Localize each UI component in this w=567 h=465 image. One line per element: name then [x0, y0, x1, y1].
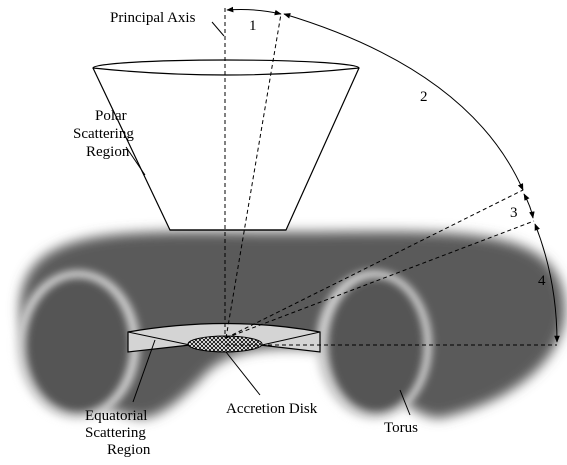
torus-pointer — [399, 389, 411, 416]
polar-label-line2: Scattering — [73, 126, 134, 142]
polar-pointer — [125, 146, 146, 176]
angle-arcs — [226, 6, 560, 343]
torus — [16, 231, 565, 420]
accretion-pointer — [225, 351, 261, 396]
angle-label-4: 4 — [538, 273, 546, 289]
angle-label-2: 2 — [420, 89, 428, 105]
accretion-disk-label: Accretion Disk — [226, 401, 318, 417]
sight-lines — [224, 8, 557, 346]
line-3 — [225, 220, 535, 339]
torus-body — [20, 231, 565, 418]
equatorial-scattering-region — [127, 322, 321, 353]
accretion-disk — [187, 335, 263, 353]
polar-label-line3: Region — [86, 144, 130, 160]
torus-left-cross-section — [26, 278, 130, 412]
polar-label-line1: Polar — [95, 108, 127, 124]
polar-scattering-region — [92, 59, 360, 231]
equatorial-label-line2: Scattering — [85, 425, 146, 441]
principal-axis-pointer — [211, 21, 225, 37]
angle-label-3: 3 — [510, 205, 518, 221]
arc-4 — [534, 223, 560, 343]
cone-body — [92, 67, 360, 231]
equatorial-label-line1: Equatorial — [85, 408, 147, 424]
arc-2 — [283, 13, 524, 191]
torus-label: Torus — [384, 420, 418, 436]
equatorial-pointer — [132, 339, 156, 403]
angle-label-1: 1 — [249, 18, 257, 34]
principal-axis-label: Principal Axis — [110, 10, 196, 26]
line-2 — [225, 189, 524, 339]
wedge-lower-left — [127, 331, 191, 346]
equatorial-label-line3: Region — [107, 442, 151, 458]
arc-3 — [523, 193, 535, 219]
arc-1 — [226, 6, 282, 16]
line-1 — [225, 13, 282, 339]
wedge-lower-right — [261, 331, 321, 346]
pointer-lines — [125, 21, 411, 416]
